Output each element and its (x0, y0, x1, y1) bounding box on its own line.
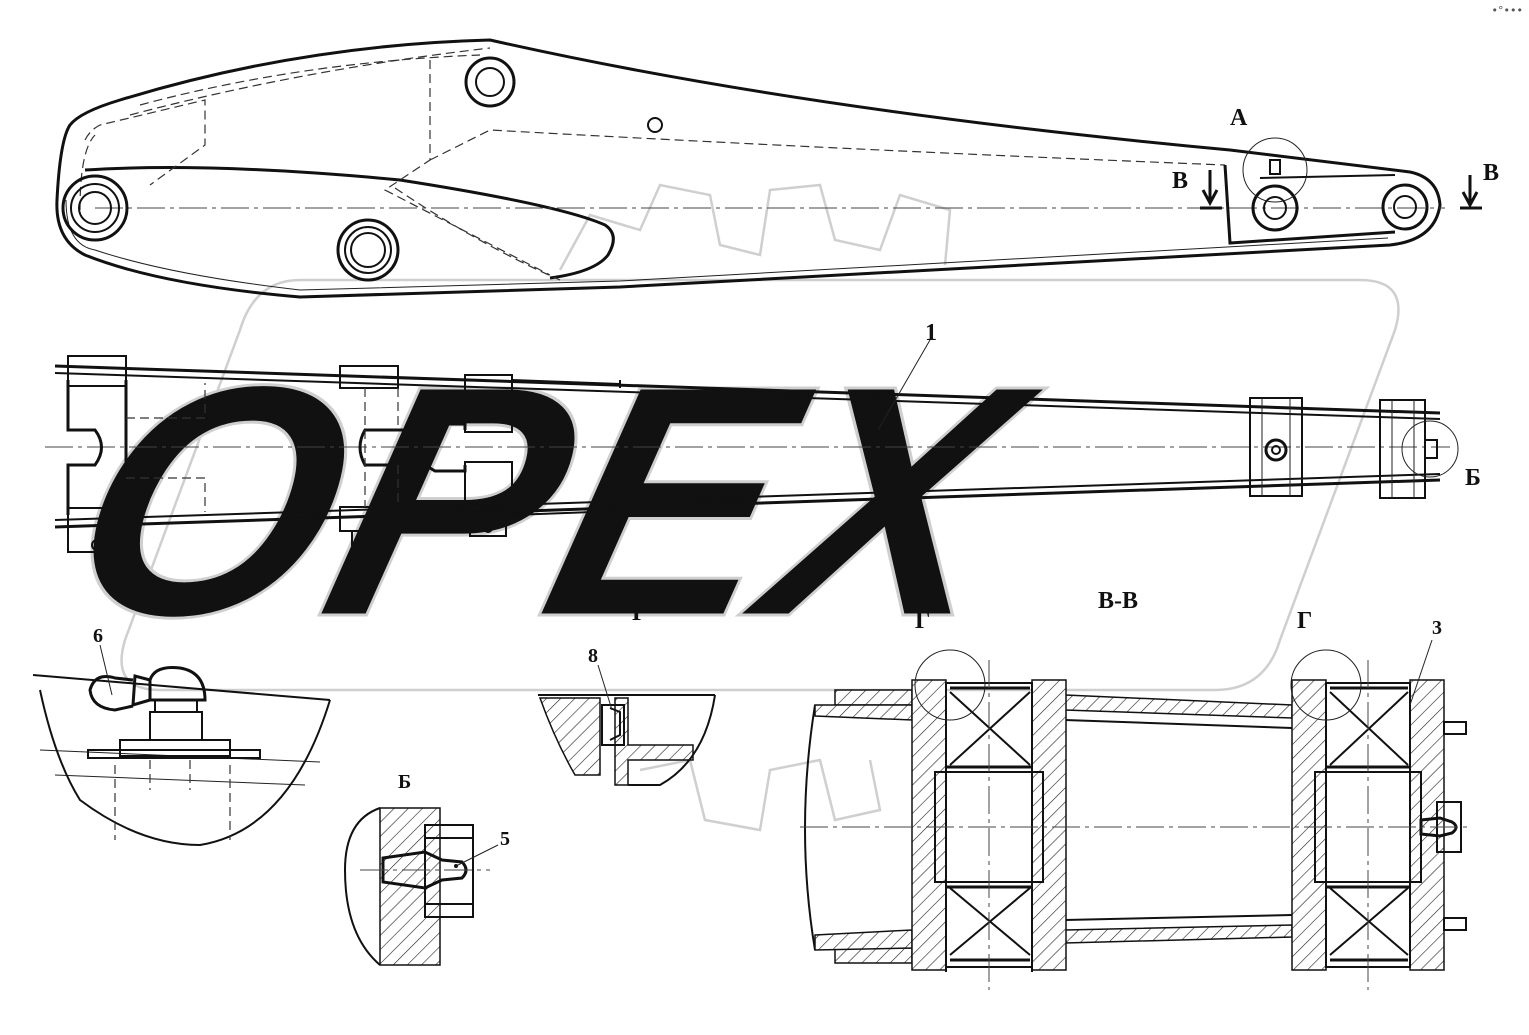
corner-mark: •°••• (1491, 4, 1523, 17)
part-8-label: 8 (588, 645, 598, 667)
section-b-left-mark: В (1172, 168, 1188, 194)
g-mark-right: Г (1297, 608, 1312, 634)
part-3-label: 3 (1432, 617, 1442, 639)
view-b-title: Б (398, 771, 411, 793)
g-mark-left: Г (915, 608, 930, 634)
labels: 1 А В В Б А Г В-В Г Г 3 6 8 Б 5 (93, 105, 1499, 850)
view-g-detail (538, 664, 716, 786)
boom-side-view (55, 38, 1482, 299)
view-b-mark: Б (1465, 465, 1481, 491)
section-title: В-В (1098, 588, 1138, 614)
part-5-label: 5 (500, 828, 510, 850)
view-a-detail (32, 644, 331, 847)
section-b-right-mark: В (1483, 160, 1499, 186)
view-b-detail (343, 807, 499, 966)
boom-plan-view (45, 339, 1459, 553)
view-g-title: Г (632, 600, 647, 626)
view-a-title: А (150, 586, 171, 617)
section-b-b (800, 639, 1470, 990)
view-a-mark: А (1230, 105, 1248, 131)
part-6-label: 6 (93, 625, 103, 647)
part-1-label: 1 (925, 320, 937, 346)
